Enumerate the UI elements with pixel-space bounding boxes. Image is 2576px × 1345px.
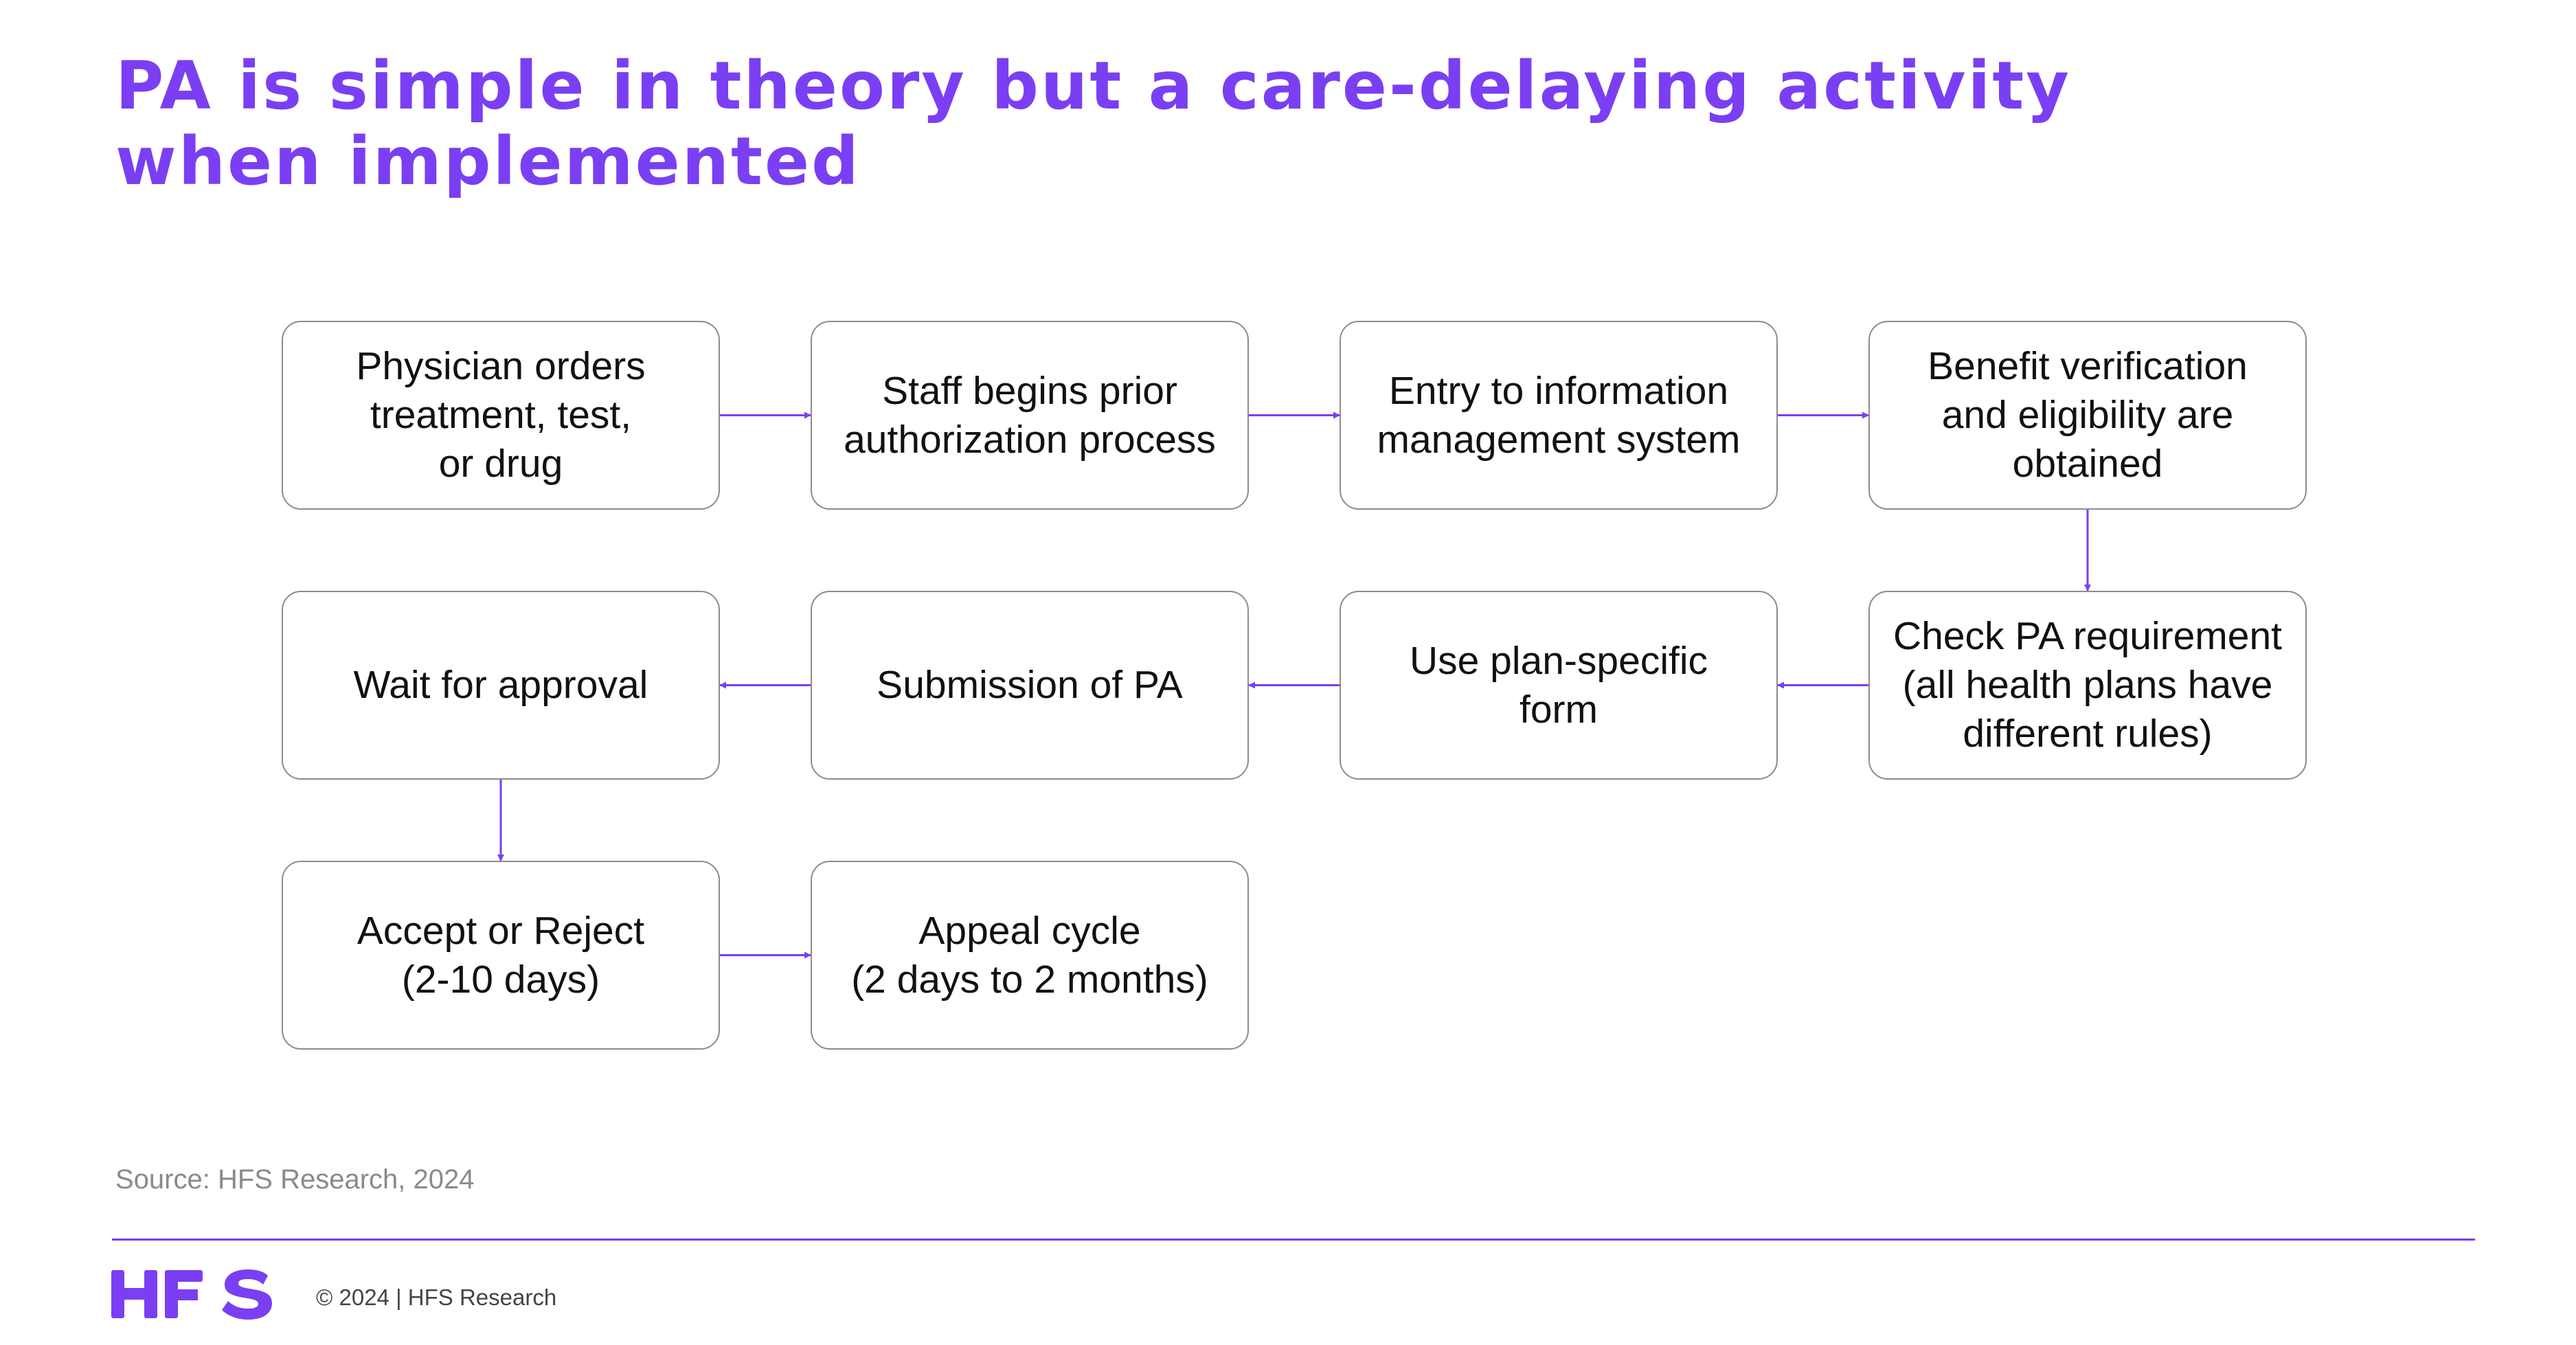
step-label-line: Wait for approval (353, 663, 648, 707)
step-label-line: Submission of PA (877, 663, 1183, 707)
step-label-line: (all health plans have (1902, 663, 2273, 707)
step-box-benefit-verification: Benefit verification and eligibility are o… (1868, 321, 2307, 510)
step-label-line: (2 days to 2 months) (851, 957, 1208, 1002)
title-line-1: PA is simple in theory but a care-delayi… (115, 47, 2071, 124)
footer-divider (112, 1239, 2475, 1241)
step-box-physician-orders: Physician orders treatment, test, or drug (282, 321, 720, 510)
step-label-line: Physician orders (356, 344, 646, 388)
step-box-accept-reject: Accept or Reject(2-10 days) (282, 861, 720, 1050)
step-label-line: Appeal cycle (918, 908, 1141, 953)
step-label-line: Entry to information (1388, 368, 1729, 413)
page-title: PA is simple in theory but a care-delayi… (115, 48, 2382, 199)
step-label: Appeal cycle(2 days to 2 months) (851, 907, 1208, 1004)
step-label: Physician orders treatment, test, or drug (356, 342, 645, 488)
step-label-line: Use plan-specific (1409, 638, 1708, 683)
step-label-line: Check PA requirement (1893, 614, 2283, 658)
step-label-line: Staff begins prior (882, 368, 1177, 413)
hfs-logo-mark (111, 1269, 272, 1320)
step-label-line: or drug (438, 442, 563, 486)
copyright-text: © 2024 | HFS Research (316, 1285, 557, 1310)
step-box-wait-approval: Wait for approval (282, 591, 720, 780)
step-label-line: (2-10 days) (401, 957, 600, 1002)
step-label-line: form (1519, 687, 1598, 732)
step-label: Accept or Reject(2-10 days) (357, 907, 644, 1004)
step-label-line: Benefit verification (1928, 344, 2248, 388)
step-label-line: obtained (2012, 442, 2163, 486)
step-label: Check PA requirement (all health plans ha… (1893, 612, 2282, 758)
step-box-submission: Submission of PA (811, 591, 1249, 780)
title-line-2: when implemented (115, 123, 861, 200)
step-label: Benefit verification and eligibility are o… (1928, 342, 2248, 488)
step-label-line: management system (1377, 417, 1741, 462)
step-label-line: treatment, test, (370, 393, 632, 437)
step-label-line: and eligibility are (1941, 393, 2234, 437)
hfs-logo (111, 1267, 276, 1326)
source-note: Source: HFS Research, 2024 (115, 1164, 475, 1195)
step-label-line: different rules) (1963, 712, 2213, 756)
step-label-line: Accept or Reject (357, 908, 645, 953)
step-box-appeal-cycle: Appeal cycle(2 days to 2 months) (811, 861, 1249, 1050)
step-label: Submission of PA (877, 661, 1183, 710)
step-label-line: authorization process (844, 417, 1216, 462)
step-label: Wait for approval (354, 661, 648, 710)
step-box-check-pa: Check PA requirement (all health plans ha… (1868, 591, 2307, 780)
